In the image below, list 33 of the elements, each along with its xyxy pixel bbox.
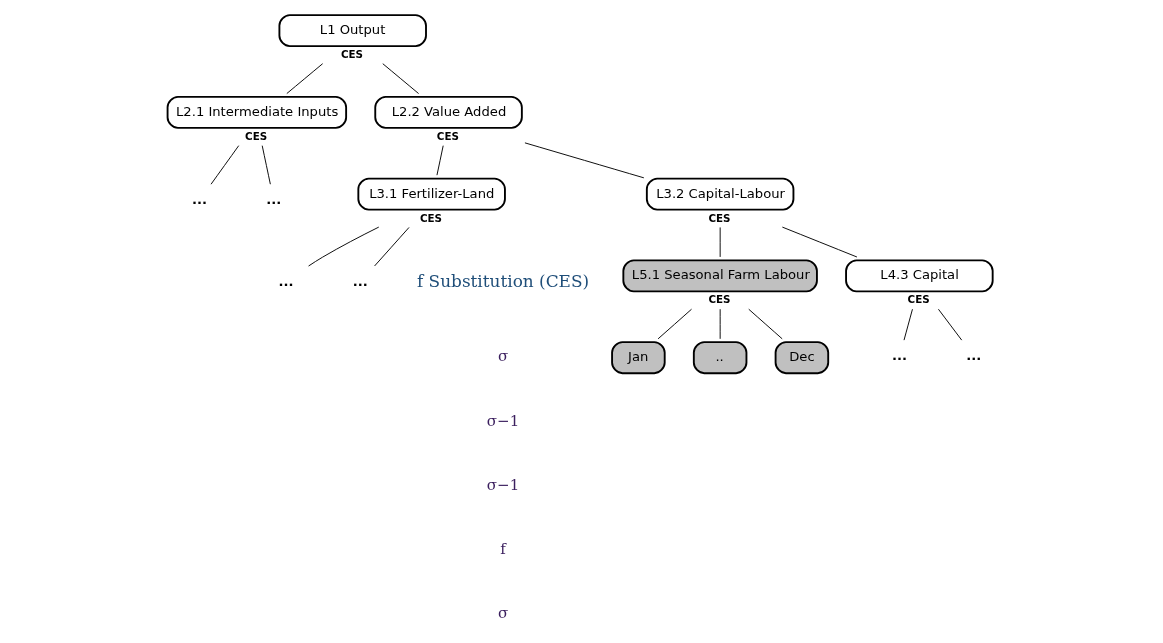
node-label: CES <box>419 211 442 224</box>
connector <box>381 63 419 94</box>
node-label: CES <box>707 293 730 306</box>
node-text: ... <box>191 191 207 207</box>
label: f <box>499 539 506 558</box>
connector <box>373 226 409 267</box>
label: σ <box>497 346 508 365</box>
connector <box>719 308 721 340</box>
label: f Substitution (CES) <box>416 271 589 292</box>
connector <box>210 145 239 185</box>
connector <box>285 63 323 94</box>
label: σ−1 <box>486 412 519 431</box>
connector <box>261 145 271 185</box>
node-label: CES <box>707 211 730 224</box>
node-label: CES <box>340 48 363 61</box>
label: σ <box>497 603 508 622</box>
connector <box>307 226 379 267</box>
node-label: CES <box>907 293 930 306</box>
node-label: CES <box>436 129 459 142</box>
node-text: ... <box>352 273 368 289</box>
connector <box>657 308 692 340</box>
node-text: ... <box>891 347 907 363</box>
connector <box>903 308 913 341</box>
connector <box>523 142 644 179</box>
connector <box>781 226 857 258</box>
connector <box>436 145 444 176</box>
node-text: ... <box>965 347 981 363</box>
label: σ−1 <box>486 475 519 494</box>
node-text: ... <box>277 273 293 289</box>
node-label: CES <box>244 129 267 142</box>
connector <box>747 308 783 340</box>
connector <box>937 308 962 341</box>
node-text: ... <box>265 191 281 207</box>
